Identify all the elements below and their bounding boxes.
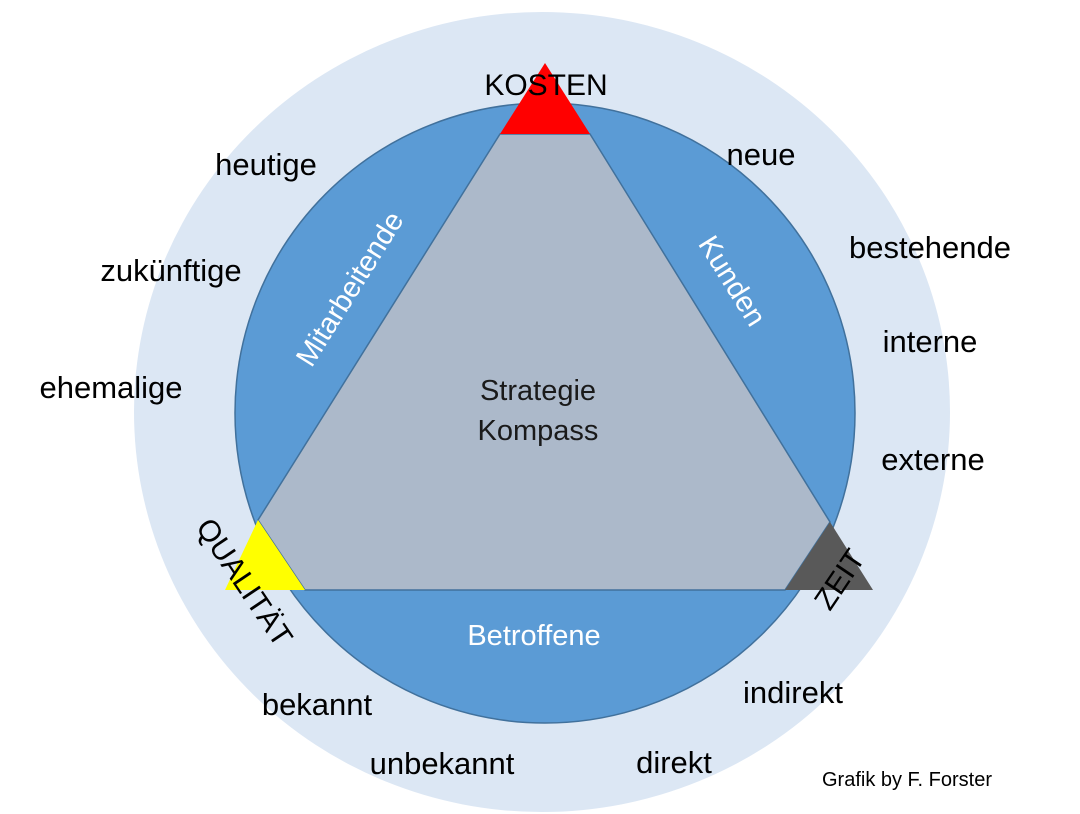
band-label-bottom: Betroffene <box>467 620 600 652</box>
outer-label-affected-right-1: direkt <box>636 745 712 780</box>
credit-text: Grafik by F. Forster <box>822 769 992 791</box>
qualitaet-marker <box>225 520 305 590</box>
corner-label-kosten: KOSTEN <box>484 69 607 102</box>
outer-label-customers-2: interne <box>883 324 978 359</box>
center-label-line2: Kompass <box>478 415 599 447</box>
outer-label-employees-0: heutige <box>215 147 317 182</box>
outer-label-affected-left-1: unbekannt <box>370 746 515 781</box>
outer-label-customers-1: bestehende <box>849 230 1011 265</box>
outer-label-customers-3: externe <box>881 442 984 477</box>
zeit-marker <box>785 522 873 590</box>
outer-label-employees-1: zukünftige <box>100 253 241 288</box>
outer-label-customers-0: neue <box>727 137 796 172</box>
outer-label-affected-left-0: bekannt <box>262 687 373 722</box>
kosten-marker <box>500 63 590 134</box>
outer-label-employees-2: ehemalige <box>39 370 182 405</box>
outer-label-affected-right-0: indirekt <box>743 675 843 710</box>
center-label-line1: Strategie <box>480 375 596 407</box>
